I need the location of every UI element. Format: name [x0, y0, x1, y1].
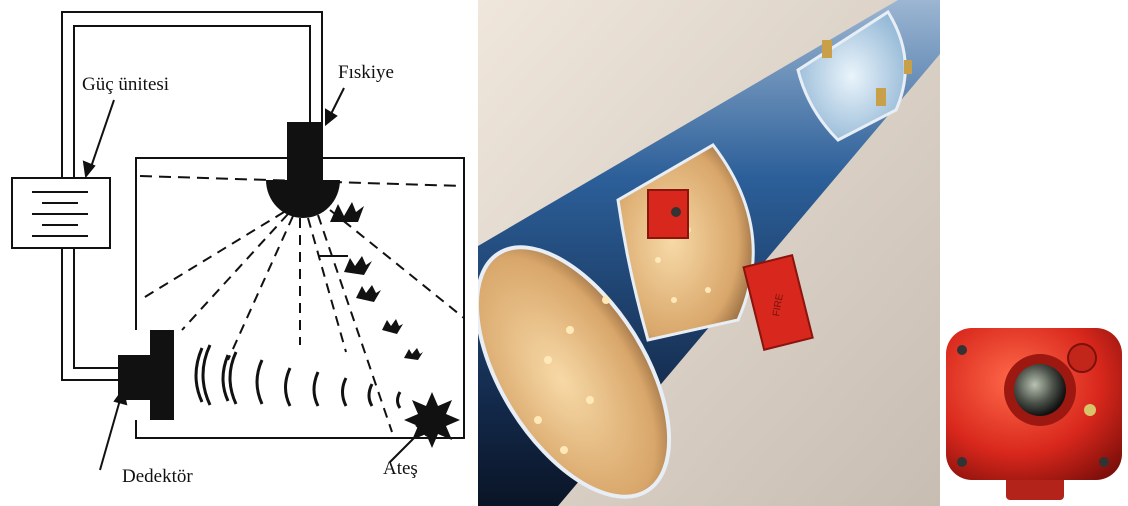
detector-lens — [1014, 364, 1066, 416]
detector-block — [118, 330, 174, 420]
pipe-cutaway-illustration: FIRE — [478, 0, 940, 506]
fire-detection-schematic: Güç ünitesi Fıskiye Dedektör Ateş — [0, 0, 478, 506]
sprinkler-label: Fıskiye — [338, 62, 394, 84]
flame-detector-device — [940, 0, 1128, 506]
detector-indicator — [1084, 404, 1096, 416]
detector-knob — [1068, 344, 1096, 372]
sprinkler-head — [266, 122, 340, 218]
fire-label: Ateş — [383, 458, 418, 480]
spray-lines — [140, 210, 464, 432]
power-unit — [12, 178, 110, 248]
detector-label: Dedektör — [122, 466, 193, 488]
red-detector-box-1 — [648, 190, 688, 238]
flame-particles — [330, 202, 423, 360]
radiation-waves — [196, 345, 400, 408]
power-unit-label: Güç ünitesi — [82, 74, 169, 96]
pipe-illustration: FIRE — [478, 0, 940, 506]
schematic-drawing — [0, 0, 478, 506]
detector-device-drawing — [940, 0, 1128, 506]
